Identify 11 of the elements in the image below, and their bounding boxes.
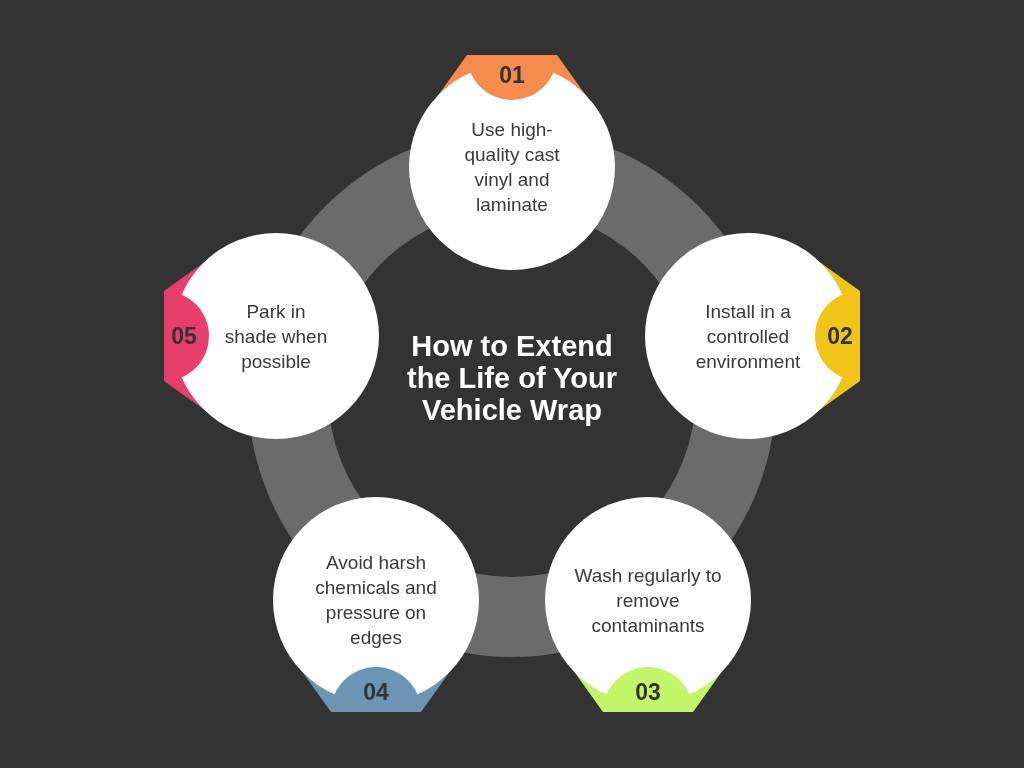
step-number: 02 (827, 324, 853, 348)
step-text: Avoid harsh chemicals and pressure on edges (314, 551, 438, 650)
step-number: 03 (635, 680, 661, 704)
step-number: 04 (363, 680, 389, 704)
step-text: Use high-quality cast vinyl and laminate (463, 118, 561, 217)
step-text: Wash regularly to remove contaminants (573, 563, 723, 638)
step-number: 01 (499, 63, 525, 87)
title: How to Extend the Life of Your Vehicle Wrap (406, 330, 618, 426)
step-text: Park in shade when possible (223, 299, 329, 374)
step-text: Install in a controlled environment (694, 299, 802, 374)
step-number: 05 (171, 324, 197, 348)
